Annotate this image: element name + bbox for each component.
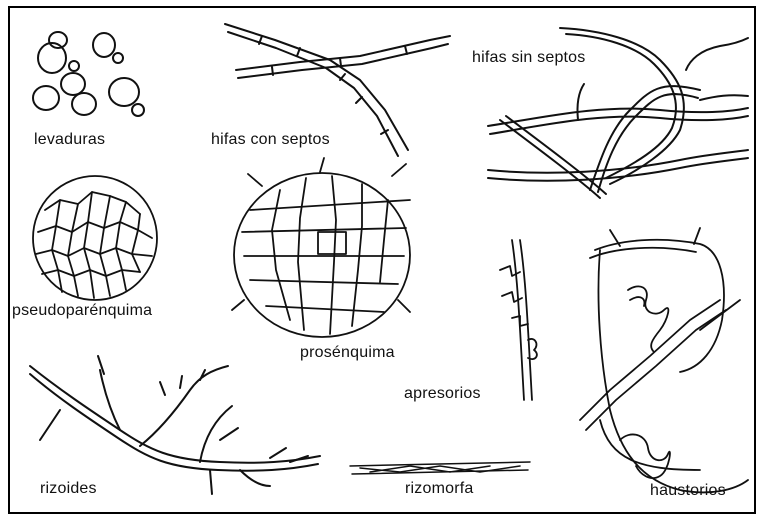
yeast-cells-drawing (33, 32, 144, 116)
label-haustorios: haustorios (650, 482, 726, 500)
rhizomorph-drawing (350, 462, 530, 474)
label-levaduras: levaduras (34, 131, 105, 149)
pseudoparenchyma-drawing (33, 176, 157, 300)
haustoria-drawing (580, 228, 748, 492)
prosenchyma-drawing (232, 158, 410, 337)
rhizoids-drawing (30, 356, 320, 494)
label-hifas-con-septos: hifas con septos (211, 131, 330, 149)
label-prosenquima: prosénquima (300, 344, 395, 362)
label-hifas-sin-septos: hifas sin septos (472, 49, 585, 67)
label-rizoides: rizoides (40, 480, 97, 498)
appressoria-drawing (500, 240, 537, 400)
label-apresorios: apresorios (404, 385, 481, 403)
label-rizomorfa: rizomorfa (405, 480, 473, 498)
label-pseudoparenquima: pseudoparénquima (12, 302, 152, 320)
